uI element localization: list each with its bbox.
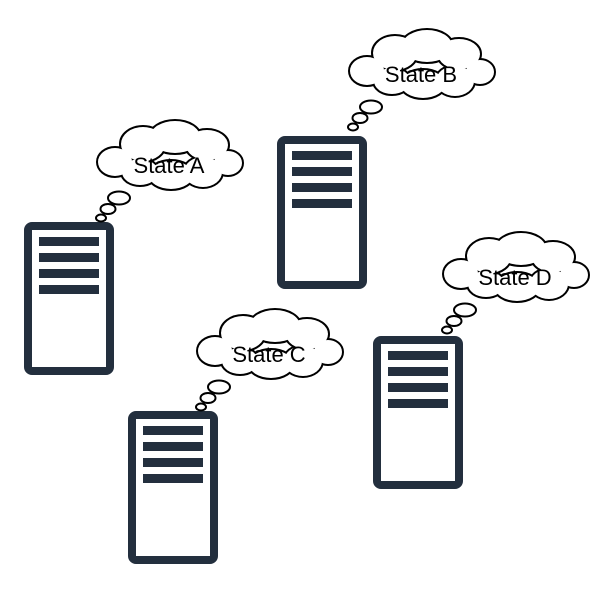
cloud-label-b: State B <box>384 62 458 87</box>
server-vent-stripe <box>39 285 99 294</box>
thought-cloud-d: State D <box>441 230 591 336</box>
thought-bubble-trail-icon <box>195 379 231 412</box>
server-vent-stripe <box>143 458 203 467</box>
cloud-label-d: State D <box>478 265 552 290</box>
server-tower-icon-a <box>24 222 114 375</box>
cloud-label-a: State A <box>133 153 205 178</box>
thought-cloud-a: State A <box>95 118 245 224</box>
server-vent-stripe <box>143 426 203 435</box>
server-vent-stripe <box>388 351 448 360</box>
server-vent-stripe <box>292 199 352 208</box>
server-vent-stripe <box>292 167 352 176</box>
thought-bubble-trail-icon <box>347 99 383 132</box>
cloud-label-c: State C <box>232 342 306 367</box>
server-vent-stripe <box>388 399 448 408</box>
server-vent-stripe <box>39 237 99 246</box>
thought-cloud-c: State C <box>195 307 345 413</box>
server-tower-icon-d <box>373 336 463 489</box>
server-tower-icon-b <box>277 136 367 289</box>
server-tower-icon-c <box>128 411 218 564</box>
server-vent-stripe <box>292 151 352 160</box>
server-vent-stripe <box>39 269 99 278</box>
server-vent-stripe <box>292 183 352 192</box>
thought-bubble-trail-icon <box>95 190 131 223</box>
thought-cloud-b: State B <box>347 27 497 133</box>
server-vent-stripe <box>388 383 448 392</box>
thought-bubble-trail-icon <box>441 302 477 335</box>
server-vent-stripe <box>143 474 203 483</box>
server-vent-stripe <box>143 442 203 451</box>
server-vent-stripe <box>39 253 99 262</box>
server-vent-stripe <box>388 367 448 376</box>
